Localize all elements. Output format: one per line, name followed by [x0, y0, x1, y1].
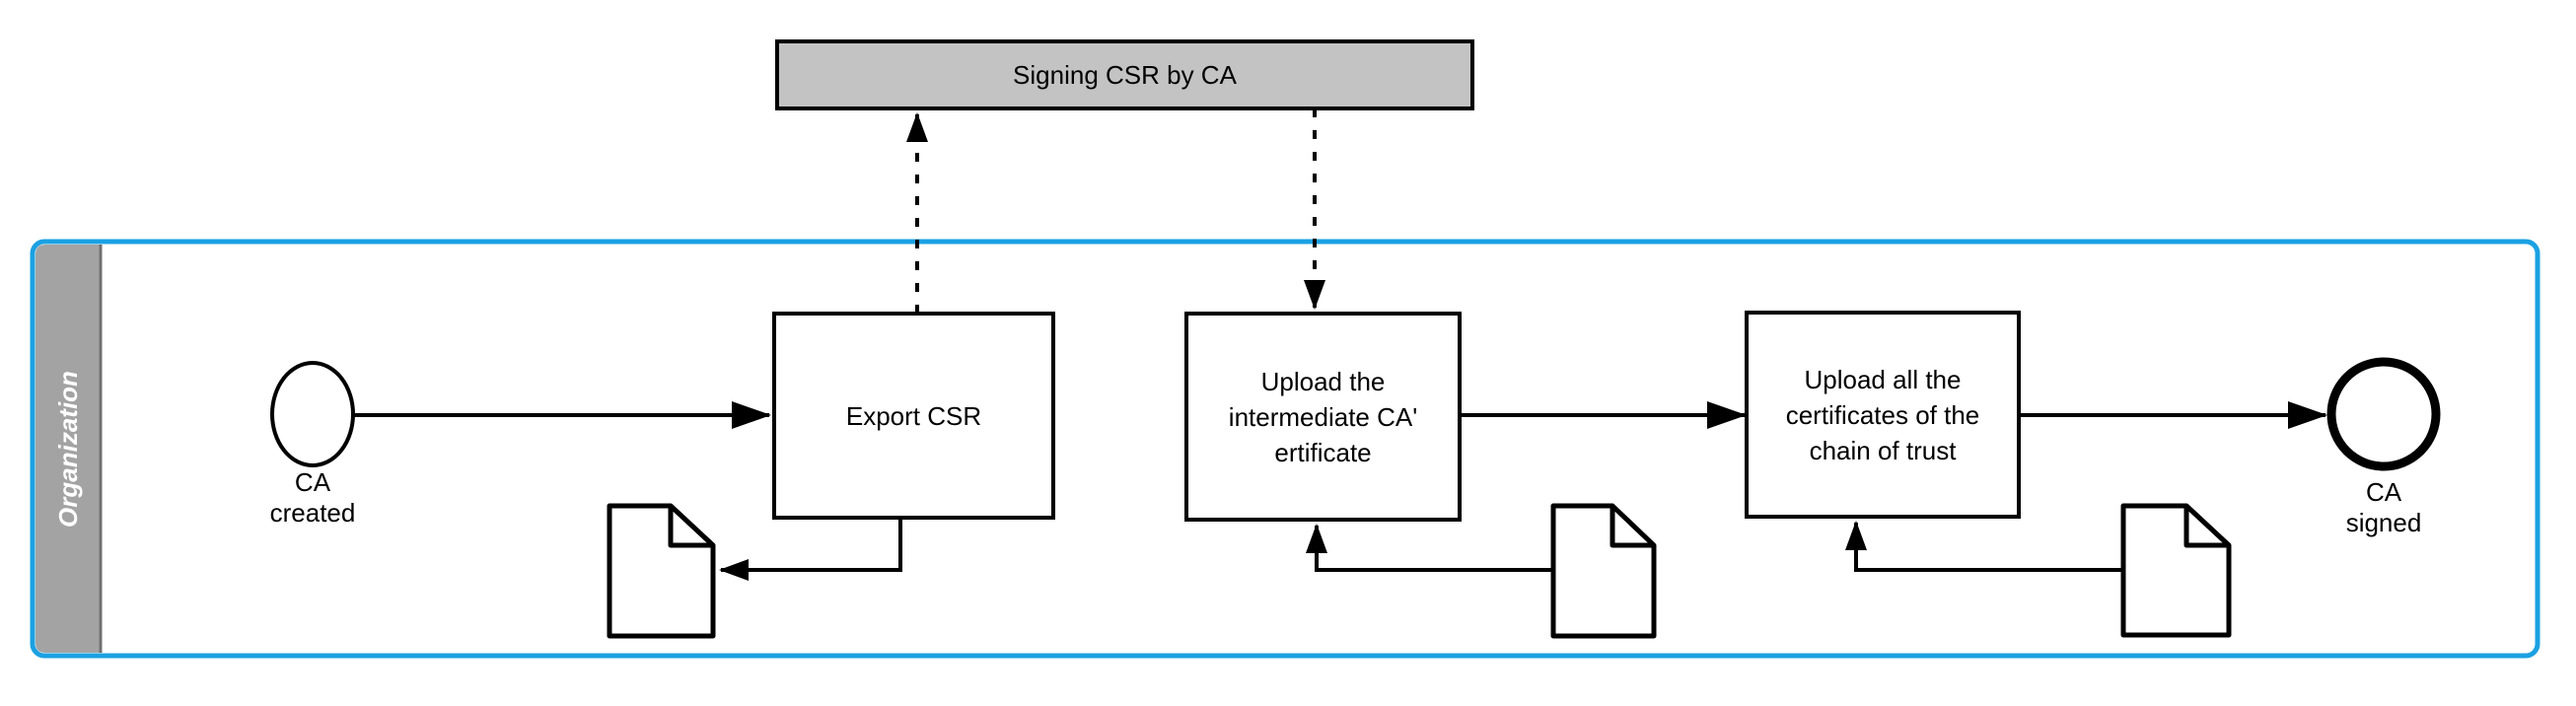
start-event-circle[interactable]: [270, 361, 355, 467]
end-event-circle[interactable]: [2326, 357, 2441, 471]
task-upload-intermediate-certificate[interactable]: [1184, 312, 1462, 522]
task-upload-chain-of-trust[interactable]: [1745, 311, 2021, 519]
connector-export-to-document[interactable]: [719, 518, 902, 581]
callout-signing-csr-box[interactable]: [775, 39, 1474, 110]
document-icon[interactable]: [607, 503, 716, 639]
lane-header[interactable]: [36, 245, 101, 653]
connector-document-to-chain[interactable]: [1845, 521, 2123, 572]
document-icon[interactable]: [2120, 503, 2232, 638]
connector-document-to-intermediate[interactable]: [1306, 524, 1553, 572]
document-icon[interactable]: [1550, 503, 1657, 639]
task-export-csr[interactable]: [772, 312, 1055, 520]
